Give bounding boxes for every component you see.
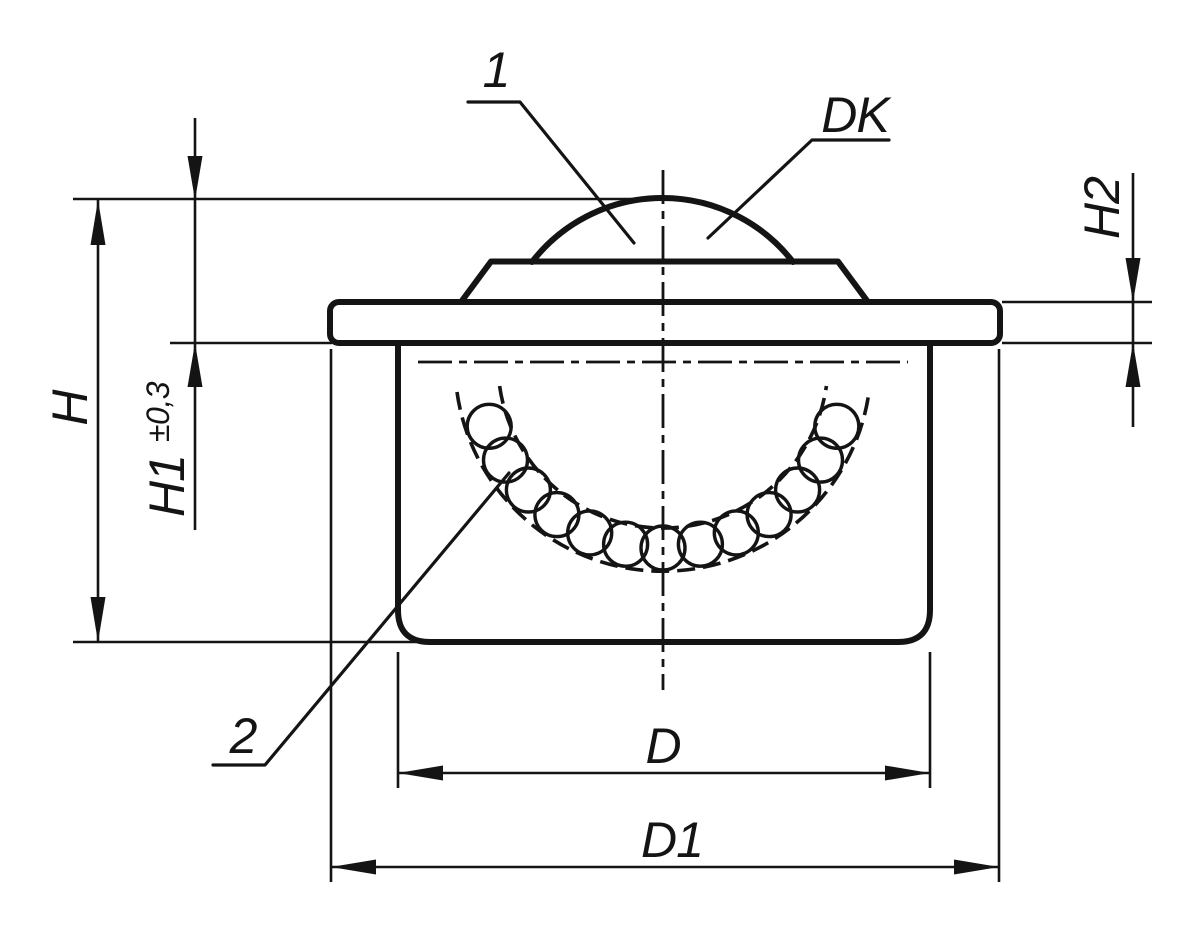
dimension-d: D [396, 652, 932, 788]
bearing-ball [676, 520, 725, 568]
arrowhead [331, 859, 376, 875]
leader-line-2 [211, 471, 511, 767]
bearing-ball [533, 490, 581, 539]
leader-item-2: 2 [211, 471, 511, 767]
bearing-ball [481, 436, 530, 484]
bearing-ball [796, 436, 845, 484]
bearing-ball [712, 509, 760, 557]
label-d1: D1 [641, 812, 703, 868]
leader-item-1: 1 [466, 42, 636, 245]
dimension-h1: H1 ±0,3 [139, 118, 332, 530]
leader-line-dk [706, 138, 891, 240]
arrowhead [1125, 258, 1141, 302]
bearing-ball [504, 466, 553, 514]
bearing-ball [465, 402, 513, 450]
arrowhead [90, 597, 106, 642]
cover-trapezoid [458, 258, 871, 305]
label-h1: H1 [139, 455, 195, 517]
label-h2: H2 [1074, 176, 1130, 239]
label-h: H [42, 389, 98, 426]
dimension-h2: H2 [1002, 173, 1152, 427]
arrowhead [90, 200, 106, 245]
label-item-1: 1 [483, 42, 510, 98]
bearing-ball [773, 466, 822, 514]
arrowhead [187, 343, 203, 387]
arrowhead [1125, 343, 1141, 387]
label-d: D [645, 718, 680, 774]
bearing-ball [601, 520, 650, 568]
label-item-2: 2 [229, 708, 258, 764]
arrowhead [885, 765, 930, 781]
leader-line-1 [466, 100, 636, 245]
label-h1-tolerance: ±0,3 [140, 381, 176, 442]
dimension-h: H [42, 197, 663, 644]
bearing-ball [813, 402, 861, 450]
arrowhead [398, 765, 443, 781]
bearing-ball [745, 490, 793, 539]
label-dk: DK [821, 87, 892, 143]
arrowhead [954, 859, 999, 875]
flange [327, 299, 1003, 346]
leader-dk: DK [706, 87, 893, 240]
center-lines [418, 170, 908, 690]
part-outline [327, 195, 1003, 645]
arrowhead [187, 156, 203, 200]
dimension-d1: D1 [329, 349, 1001, 882]
bearing-balls [465, 402, 861, 572]
